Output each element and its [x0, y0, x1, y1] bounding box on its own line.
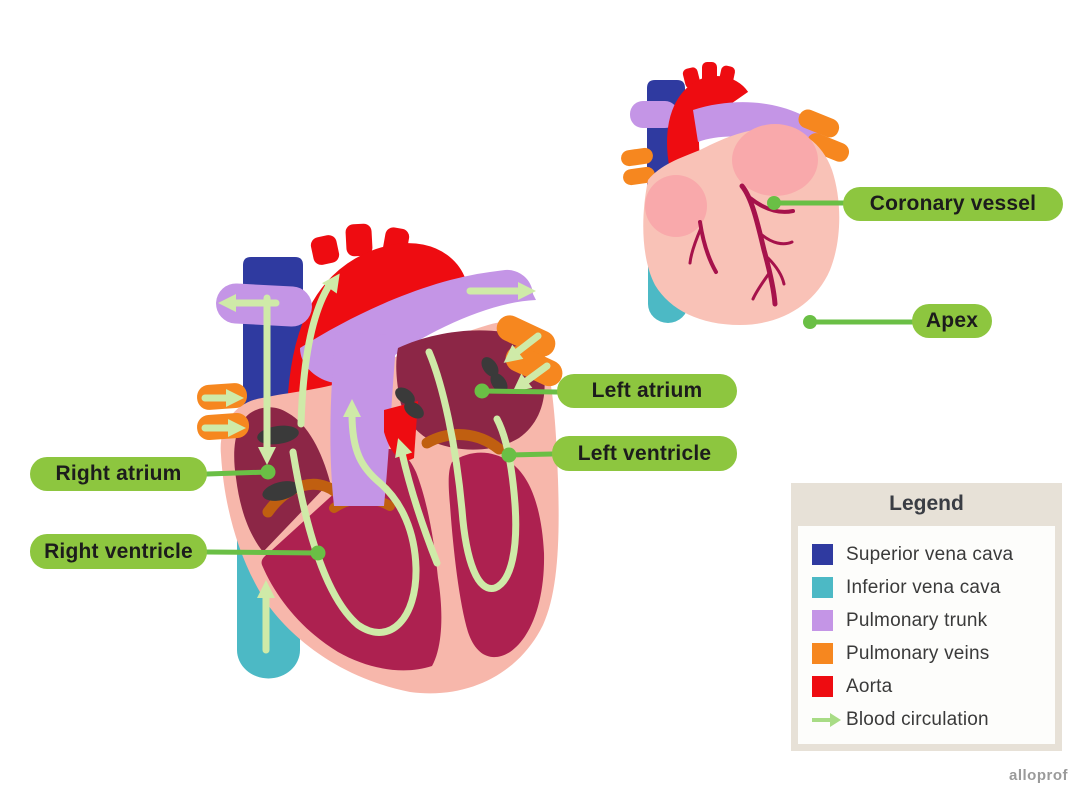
legend-label: Inferior vena cava [846, 576, 1001, 598]
legend-item-pulmonary-veins: Pulmonary veins [812, 637, 1055, 670]
legend-swatch [812, 676, 833, 697]
legend-item-inferior-vena-cava: Inferior vena cava [812, 571, 1055, 604]
right-atrium-chamber [234, 407, 330, 552]
legend-item-blood-circulation: Blood circulation [812, 703, 1055, 736]
left-atrium-bulge-small [732, 124, 818, 196]
legend-swatch [812, 577, 833, 598]
pulmonary-veins-right-small [798, 109, 850, 162]
pulmonary-artery-left-stub [630, 101, 678, 128]
legend-title: Legend [889, 492, 964, 515]
blood-flow-lines [201, 280, 551, 654]
legend-label: Pulmonary trunk [846, 609, 988, 631]
label-right-atrium: Right atrium [30, 457, 207, 491]
leader-lines [204, 196, 915, 561]
legend-label: Blood circulation [846, 708, 989, 730]
aortic-root [384, 401, 418, 461]
legend-panel: Superior vena cava Inferior vena cava Pu… [798, 526, 1055, 744]
big-heart-illustration [197, 223, 563, 694]
legend: Legend Superior vena cava Inferior vena … [791, 483, 1062, 751]
legend-label: Aorta [846, 675, 893, 697]
legend-item-superior-vena-cava: Superior vena cava [812, 538, 1055, 571]
pulmonary-veins-left-small [621, 147, 655, 186]
legend-item-aorta: Aorta [812, 670, 1055, 703]
legend-arrow-icon [812, 712, 841, 727]
label-coronary-vessel: Coronary vessel [843, 187, 1063, 221]
coronary-vessels [688, 183, 795, 307]
left-ventricle-chamber [448, 452, 545, 658]
right-auricle-small [645, 175, 707, 237]
label-left-atrium: Left atrium [557, 374, 737, 408]
legend-label: Pulmonary veins [846, 642, 990, 664]
legend-swatch [812, 544, 833, 565]
label-right-ventricle: Right ventricle [30, 534, 207, 569]
label-apex: Apex [912, 304, 992, 338]
legend-item-pulmonary-trunk: Pulmonary trunk [812, 604, 1055, 637]
legend-label: Superior vena cava [846, 543, 1014, 565]
legend-swatch [812, 643, 833, 664]
label-left-ventricle: Left ventricle [552, 436, 737, 471]
small-heart-illustration [621, 62, 850, 325]
watermark: alloprof [1009, 767, 1068, 784]
pulmonary-trunk-root [330, 332, 397, 506]
legend-swatch [812, 610, 833, 631]
